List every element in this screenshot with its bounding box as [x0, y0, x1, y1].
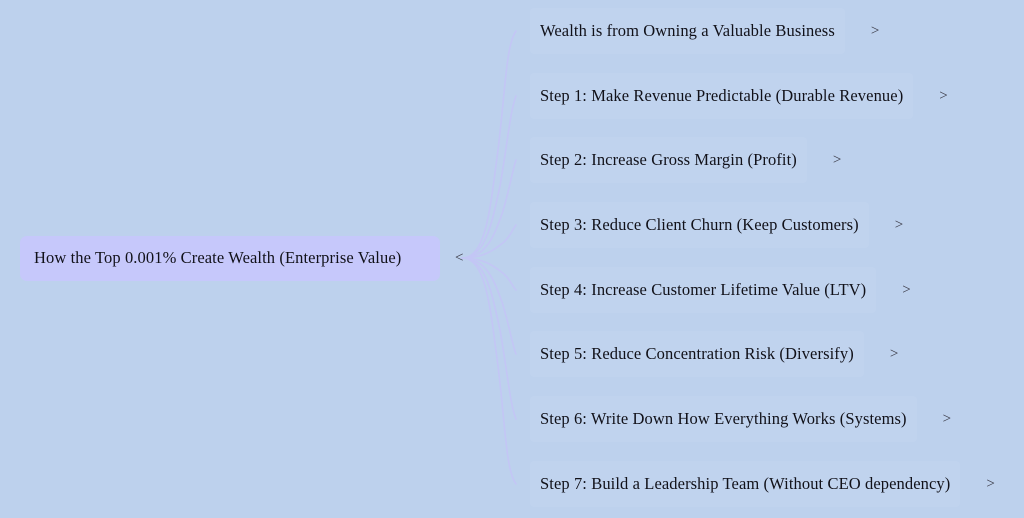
child-node-label: Step 7: Build a Leadership Team (Without… [540, 473, 951, 493]
root-node-box[interactable]: How the Top 0.001% Create Wealth (Enterp… [20, 236, 440, 281]
child-expand-toggle-icon[interactable]: > [894, 216, 904, 233]
connector-line [461, 257, 517, 355]
child-node-label: Step 5: Reduce Concentration Risk (Diver… [540, 343, 854, 363]
child-node-panel[interactable]: Step 7: Build a Leadership Team (Without… [530, 461, 961, 507]
child-node[interactable]: Step 4: Increase Customer Lifetime Value… [518, 262, 1024, 318]
child-node-panel[interactable]: Step 6: Write Down How Everything Works … [530, 396, 917, 442]
root-node[interactable]: How the Top 0.001% Create Wealth (Enterp… [20, 236, 463, 281]
child-node[interactable]: Step 2: Increase Gross Margin (Profit) > [518, 132, 1024, 188]
connector-line [461, 257, 517, 420]
child-node[interactable]: Step 7: Build a Leadership Team (Without… [518, 456, 1024, 512]
child-node-panel[interactable]: Wealth is from Owning a Valuable Busines… [530, 8, 845, 54]
child-node-label: Wealth is from Owning a Valuable Busines… [540, 20, 835, 40]
child-node-panel[interactable]: Step 2: Increase Gross Margin (Profit) [530, 137, 807, 183]
child-node-label: Step 3: Reduce Client Churn (Keep Custom… [540, 214, 859, 234]
root-collapse-toggle-icon[interactable]: < [455, 250, 464, 266]
connector-line [461, 30, 517, 259]
root-node-label: How the Top 0.001% Create Wealth (Enterp… [34, 248, 402, 268]
child-node[interactable]: Step 1: Make Revenue Predictable (Durabl… [518, 68, 1024, 124]
child-node-label: Step 1: Make Revenue Predictable (Durabl… [540, 85, 904, 105]
connector-line [461, 159, 517, 259]
child-node-panel[interactable]: Step 1: Make Revenue Predictable (Durabl… [530, 73, 914, 119]
child-node-panel[interactable]: Step 3: Reduce Client Churn (Keep Custom… [530, 202, 869, 248]
child-node-panel[interactable]: Step 4: Increase Customer Lifetime Value… [530, 267, 877, 313]
child-expand-toggle-icon[interactable]: > [870, 22, 880, 39]
child-node[interactable]: Step 3: Reduce Client Churn (Keep Custom… [518, 197, 1024, 253]
connector-line [461, 257, 517, 291]
child-node[interactable]: Step 6: Write Down How Everything Works … [518, 391, 1024, 447]
child-expand-toggle-icon[interactable]: > [889, 345, 899, 362]
child-expand-toggle-icon[interactable]: > [832, 151, 842, 168]
connector-line [461, 257, 517, 485]
child-node-panel[interactable]: Step 5: Reduce Concentration Risk (Diver… [530, 331, 864, 377]
child-node-label: Step 4: Increase Customer Lifetime Value… [540, 279, 867, 299]
child-expand-toggle-icon[interactable]: > [939, 87, 948, 104]
child-expand-toggle-icon[interactable]: > [942, 410, 952, 427]
connector-line [461, 95, 517, 259]
child-expand-toggle-icon[interactable]: > [986, 475, 995, 492]
child-node-list: Wealth is from Owning a Valuable Busines… [518, 0, 1024, 518]
connector-line [461, 224, 517, 259]
child-expand-toggle-icon[interactable]: > [902, 281, 911, 298]
child-node-label: Step 2: Increase Gross Margin (Profit) [540, 149, 797, 169]
child-node[interactable]: Wealth is from Owning a Valuable Busines… [518, 3, 1024, 59]
child-node[interactable]: Step 5: Reduce Concentration Risk (Diver… [518, 326, 1024, 382]
child-node-label: Step 6: Write Down How Everything Works … [540, 408, 907, 428]
